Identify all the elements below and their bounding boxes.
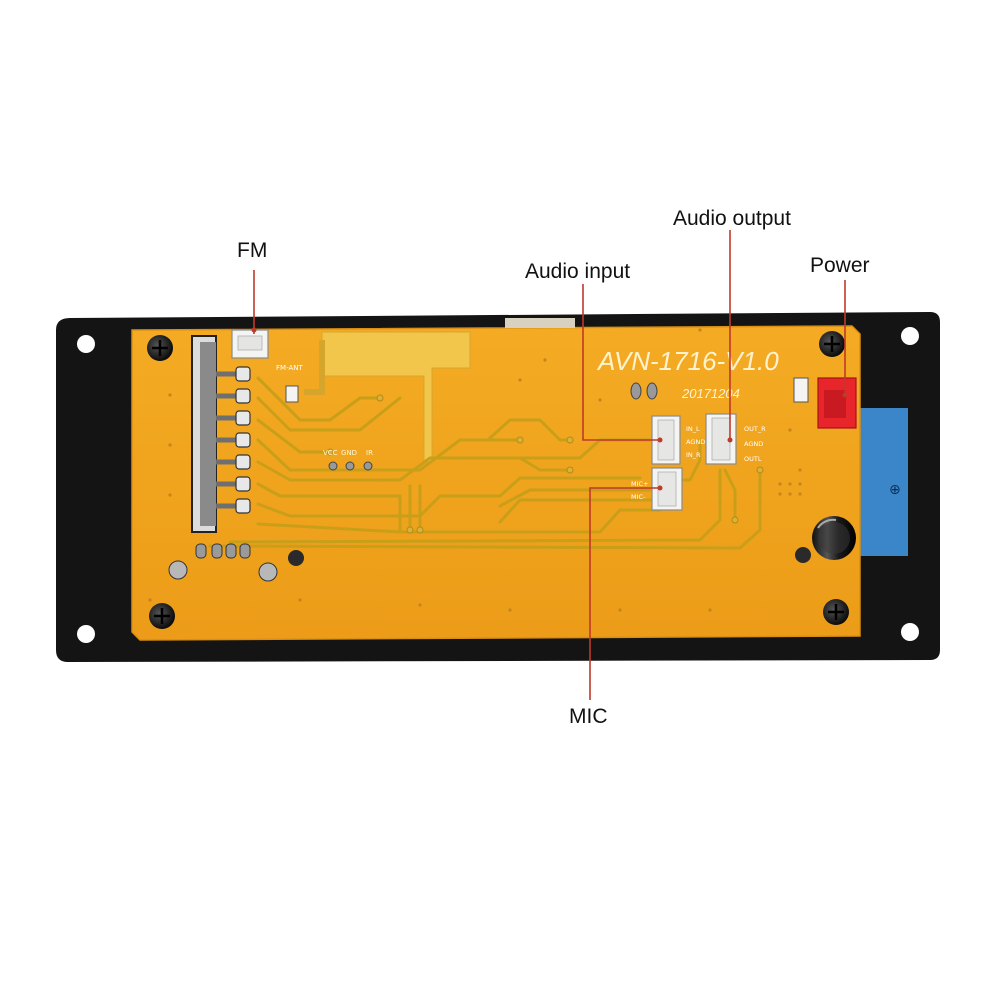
callout-lines	[253, 230, 846, 700]
callout-mic: MIC	[569, 705, 608, 728]
smd-ovals	[630, 382, 658, 400]
fm-ant-silkscreen: FM-ANT	[276, 364, 303, 372]
vcc-silkscreen: VCC	[323, 449, 338, 457]
ir-silkscreen: IR	[366, 449, 373, 457]
frame-hole-top-left	[77, 335, 95, 353]
callout-line-mic	[589, 487, 660, 700]
bottom-pad-1	[168, 560, 188, 580]
capacitor-pad	[795, 547, 811, 563]
callout-dots	[251, 327, 848, 491]
edge-connector-body	[200, 342, 216, 526]
out-r-silkscreen: OUT_R	[744, 425, 766, 433]
callout-power: Power	[810, 254, 870, 277]
frame-hole-bottom-left	[77, 625, 95, 643]
screw-bottom-left	[149, 603, 175, 629]
out-l-silkscreen: OUTL	[744, 455, 762, 463]
bottom-left-components	[195, 543, 251, 559]
screw-bottom-right	[823, 599, 849, 625]
smd-component-fm	[285, 385, 299, 403]
pcb-traces	[208, 376, 762, 550]
frame-hole-top-right	[901, 327, 919, 345]
frame-hole-bottom-right	[901, 623, 919, 641]
bottom-pad-3	[288, 550, 304, 566]
agnd-out-silkscreen: AGND	[744, 440, 763, 448]
board-date-silkscreen: 20171204	[681, 386, 740, 401]
callout-audio-output: Audio output	[673, 207, 791, 230]
callout-line-audio-input	[582, 284, 660, 441]
ir-pads	[328, 461, 373, 471]
in-r-silkscreen: IN_R	[686, 451, 701, 459]
pcb-top-tab	[505, 318, 575, 328]
pcb-vias	[326, 394, 764, 534]
edge-connector-pads	[235, 366, 251, 514]
callout-audio-input: Audio input	[525, 260, 631, 283]
screw-top-left	[147, 335, 173, 361]
board-model-silkscreen: AVN-1716-V1.0	[596, 346, 779, 376]
pcb	[131, 325, 861, 641]
mic-plus-silkscreen: MIC+	[631, 480, 649, 488]
screw-top-right	[819, 331, 845, 357]
gnd-silkscreen: GND	[341, 449, 357, 457]
fm-antenna-trace	[304, 340, 325, 395]
agnd-in-silkscreen: AGND	[686, 438, 705, 446]
bottom-pad-2	[258, 562, 278, 582]
callout-fm: FM	[237, 239, 268, 262]
mic-minus-silkscreen: MIC-	[631, 493, 646, 501]
smd-component-power	[793, 377, 809, 403]
polarity-mark: ⊕	[889, 482, 901, 498]
pcb-test-dots	[148, 328, 802, 612]
in-l-silkscreen: IN_L	[686, 425, 700, 433]
